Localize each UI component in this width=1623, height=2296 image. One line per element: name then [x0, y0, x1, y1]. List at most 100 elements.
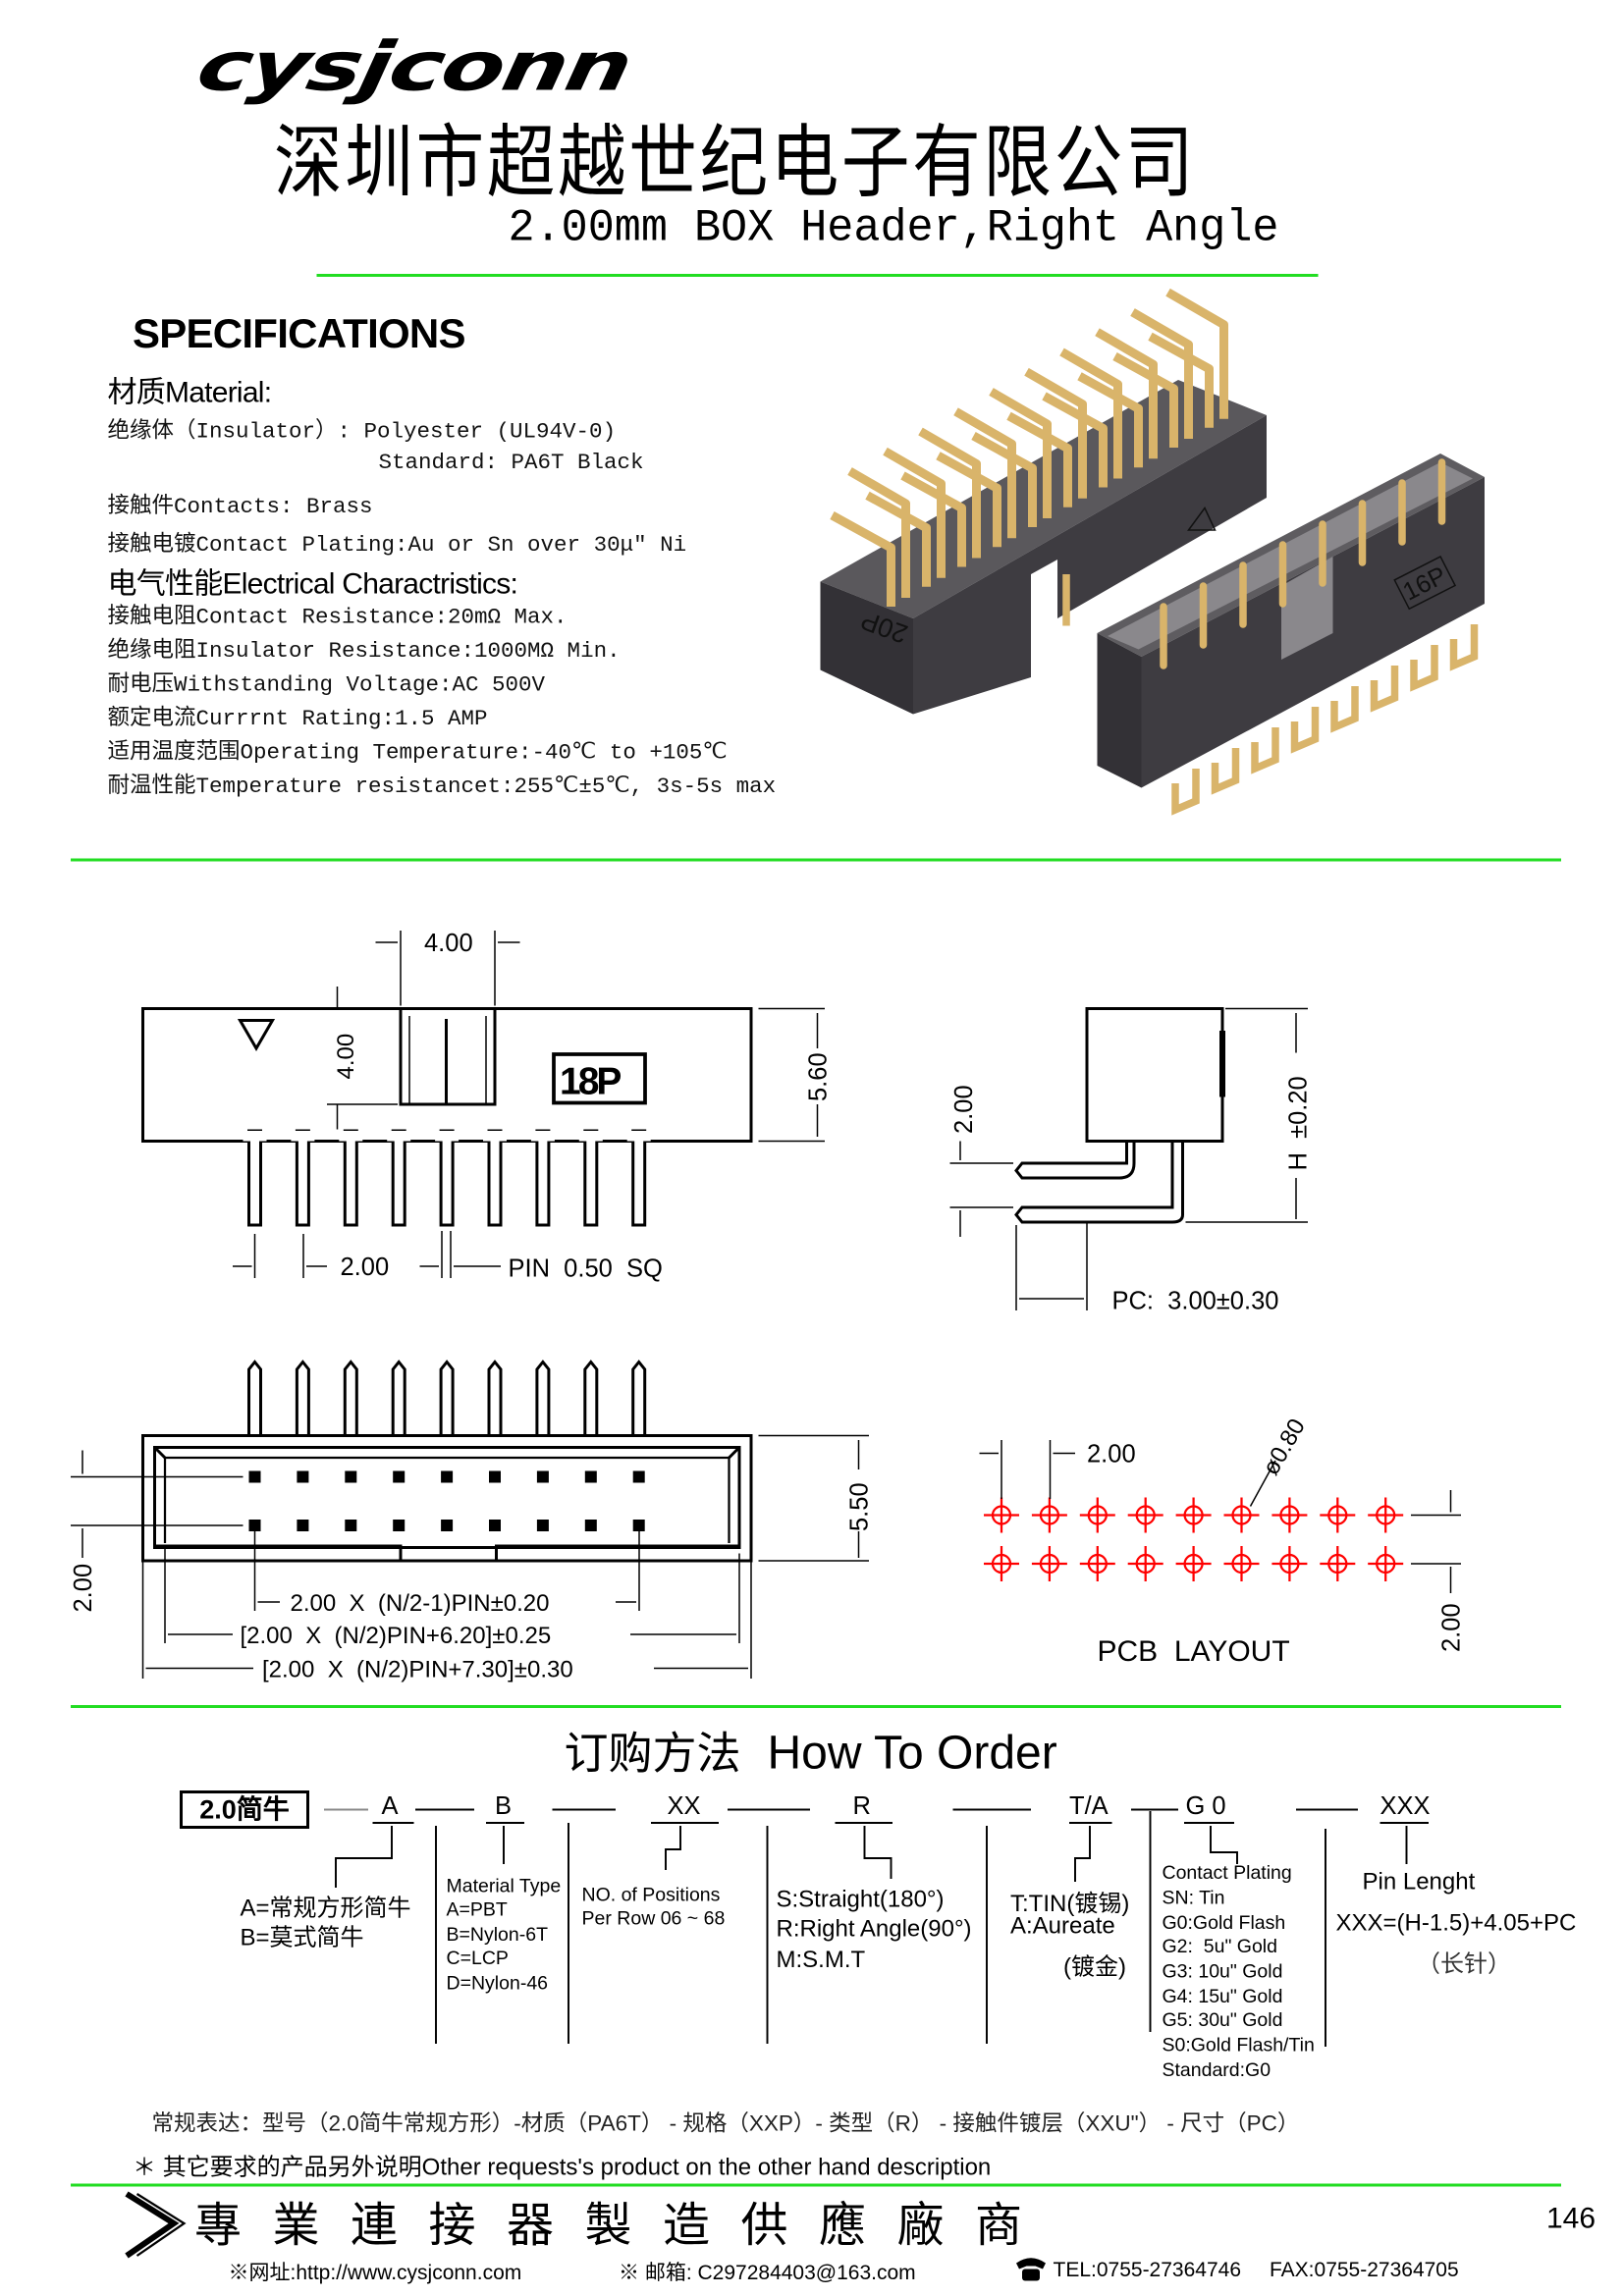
- order-code-box: 2.0简牛: [180, 1790, 309, 1829]
- pin: [391, 1129, 406, 1227]
- pin: [487, 1360, 503, 1436]
- gold-pin: [936, 452, 1001, 548]
- bottom-view-drawing: [71, 1360, 869, 1679]
- pin-square: [441, 1520, 454, 1531]
- pin: [391, 1360, 406, 1436]
- spec-standard: Standard: PA6T Black: [378, 451, 644, 476]
- dim-side-height: H ±0.20: [1285, 1076, 1313, 1170]
- gold-pin-tail: [1330, 686, 1359, 733]
- pin: [583, 1360, 599, 1436]
- divider: [316, 274, 1319, 277]
- dim-slot-width: 4.00: [424, 930, 473, 957]
- connector-end-face: [820, 581, 913, 715]
- connector2-end-face: [1097, 633, 1142, 788]
- pin-notch: [483, 1131, 507, 1142]
- gold-pin: [847, 467, 910, 598]
- gold-pin-tail: [1171, 769, 1200, 816]
- pin-square: [248, 1470, 261, 1483]
- pin-square: [489, 1470, 501, 1483]
- positions-range: Per Row 06 ~ 68: [581, 1906, 726, 1930]
- gold-pin: [1095, 328, 1158, 459]
- gold-pin: [1148, 332, 1214, 428]
- pin-count-label: 18P: [560, 1061, 621, 1103]
- gold-pin: [989, 388, 1052, 518]
- electrical-heading: 电气性能Electrical Charactristics:: [107, 568, 518, 601]
- material-option: B=Nylon-6T: [446, 1923, 549, 1946]
- company-name: 深圳市超越世纪电子有限公司: [274, 116, 1197, 210]
- order-note: ＊ 其它要求的产品另外说明Other requests's product on…: [133, 2156, 992, 2181]
- pin-square: [393, 1470, 406, 1483]
- dim-pc: PC: 3.00±0.30: [1112, 1288, 1279, 1315]
- gold-pin: [865, 491, 931, 587]
- spec-contacts: 接触件Contacts: Brass: [107, 495, 373, 520]
- dim-pin-pitch: 2.00: [341, 1254, 390, 1281]
- specifications-heading: SPECIFICATIONS: [133, 310, 466, 357]
- pin-notch: [578, 1131, 603, 1142]
- pin-square: [584, 1470, 597, 1483]
- positions-heading: NO. of Positions: [581, 1883, 721, 1906]
- chevron-right-icon: [125, 2191, 180, 2259]
- pin-notch: [626, 1131, 651, 1142]
- email-link[interactable]: ※ 邮箱: C297284403@163.com: [619, 2260, 916, 2284]
- website-link[interactable]: ※网址:http://www.cysjconn.com: [228, 2260, 522, 2284]
- plating-option: SN: Tin: [1162, 1886, 1225, 1909]
- spec-voltage: 耐电压Withstanding Voltage:AC 500V: [107, 672, 546, 699]
- dim-side-pitch: 2.00: [950, 1085, 978, 1134]
- pcb-row-pitch: 2.00: [1438, 1603, 1466, 1652]
- dim-body-height: 5.60: [805, 1052, 833, 1101]
- spec-plating: 接触电镀Contact Plating:Au or Sn over 30μ″ N…: [107, 533, 687, 559]
- gold-pin-tail: [1370, 666, 1399, 713]
- pin: [631, 1129, 647, 1227]
- pin: [535, 1129, 551, 1227]
- gold-pin: [1077, 372, 1143, 468]
- gold-pin: [1006, 411, 1072, 507]
- divider: [71, 2183, 1561, 2187]
- pin1-triangle-icon: [1187, 507, 1217, 531]
- pin-square: [248, 1520, 261, 1531]
- pcb-pitch: 2.00: [1087, 1441, 1136, 1468]
- gold-pin: [900, 471, 966, 567]
- angle-option: S:Straight(180°): [776, 1888, 945, 1913]
- fax-number: FAX:0755-27364705: [1270, 2257, 1459, 2281]
- dim-bottom-height: 5.50: [846, 1482, 874, 1531]
- chevron-right-icon: [135, 2193, 187, 2257]
- dim-a: 2.00 X (N/2-1)PIN±0.20: [291, 1590, 550, 1617]
- pin: [247, 1129, 262, 1227]
- gold-pin-tail: [1410, 645, 1438, 692]
- pin-square: [297, 1520, 309, 1531]
- gold-pin: [1130, 308, 1193, 439]
- phone-icon: [1016, 2258, 1046, 2281]
- plating-option: G2: 5u" Gold: [1162, 1935, 1277, 1957]
- gold-pin-tail: [1211, 748, 1240, 795]
- pin-notch: [435, 1131, 460, 1142]
- pin-square: [536, 1520, 549, 1531]
- order-expression: 常规表达：型号（2.0简牛常规方形）-材质（PA6T） - 规格（XXP）- 类…: [151, 2111, 1300, 2137]
- page-number: 146: [1546, 2203, 1596, 2235]
- plating-heading: Contact Plating: [1162, 1861, 1292, 1884]
- gold-pin: [1165, 288, 1228, 419]
- pin-length-heading: Pin Lenght: [1362, 1870, 1476, 1896]
- pin: [535, 1360, 551, 1436]
- pin-square: [584, 1520, 597, 1531]
- pin-notch: [243, 1131, 267, 1142]
- plating-standard: Standard:G0: [1162, 2058, 1271, 2081]
- spec-temp-resist: 耐温性能Temperature resistancet:255℃±5℃, 3s-…: [107, 774, 777, 800]
- order-title-en: How To Order: [767, 1726, 1057, 1779]
- plating-option: G3: 10u" Gold: [1162, 1959, 1283, 1983]
- gold-pin: [953, 407, 1016, 539]
- spec-insulator: 绝缘体（Insulator）: Polyester (UL94V-0): [107, 419, 617, 446]
- code-g0: G 0: [1185, 1791, 1226, 1821]
- pin: [343, 1129, 358, 1227]
- pin-notch: [291, 1131, 315, 1142]
- code-b: B: [495, 1791, 513, 1821]
- pin-square: [345, 1520, 357, 1531]
- front-view-drawing: [141, 931, 825, 1278]
- plating-option: S0:Gold Flash/Tin: [1162, 2033, 1315, 2056]
- gold-pin: [1024, 367, 1087, 499]
- material-heading: Material Type: [446, 1874, 562, 1897]
- material-heading: 材质Material:: [107, 377, 273, 409]
- spec-contact-resistance: 接触电阻Contact Resistance:20mΩ Max.: [107, 605, 568, 631]
- pcb-hole-diameter: ø0.80: [1258, 1415, 1311, 1480]
